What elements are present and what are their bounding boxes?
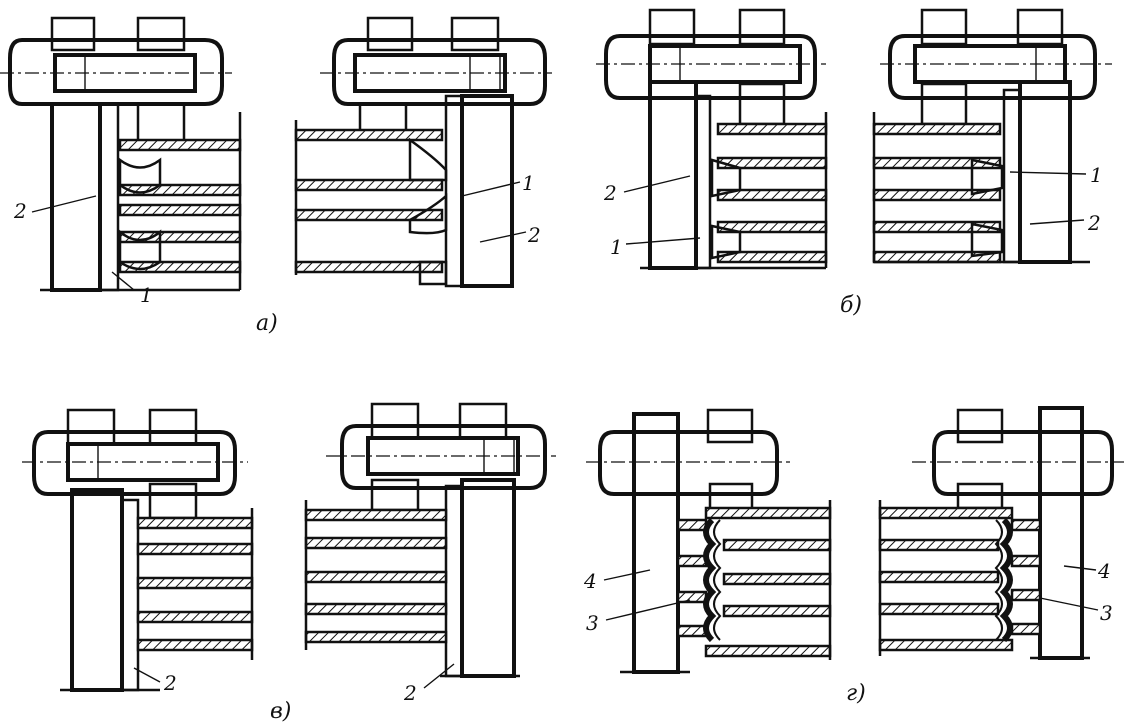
panel-a-right — [294, 16, 552, 288]
callout-label: 1 — [1090, 163, 1103, 187]
callout-label: 2 — [1087, 211, 1101, 235]
callouts-g-right: 4 3 — [1039, 559, 1113, 625]
callout-label: 1 — [610, 235, 623, 259]
callout-label: 1 — [522, 171, 535, 195]
panel-g-left — [586, 408, 832, 674]
callout-label: 3 — [1100, 601, 1113, 625]
panel-caption-v: в) — [270, 699, 291, 724]
callout-label: 2 — [403, 681, 417, 705]
panel-caption-a: а) — [256, 311, 278, 336]
panel-b-right — [872, 8, 1112, 264]
nut-hatched — [50, 16, 96, 52]
panel-b-left — [596, 8, 828, 270]
panel-v-left — [22, 408, 254, 692]
callout-label: 2 — [527, 223, 541, 247]
callout-label: 1 — [140, 283, 153, 307]
callouts-b-right: 1 2 — [1009, 163, 1103, 235]
callouts-v-left: 2 — [133, 667, 177, 695]
callouts-a-left: 2 1 — [13, 195, 153, 307]
callouts-b-left: 2 1 — [603, 175, 701, 259]
callout-label: 2 — [603, 181, 617, 205]
gasket — [98, 102, 120, 292]
panel-a-left — [0, 16, 242, 292]
callout-label: 4 — [1097, 559, 1111, 583]
corrugated-gasket — [703, 517, 717, 643]
panel-caption-g: г) — [846, 681, 866, 706]
callout-label: 3 — [586, 611, 599, 635]
callout-label: 4 — [583, 569, 597, 593]
panel-caption-b: б) — [840, 293, 862, 318]
panel-g-right — [878, 406, 1124, 660]
bolt-head — [8, 38, 224, 106]
callouts-v-right: 2 — [403, 663, 455, 705]
panel-v-right — [304, 402, 556, 678]
callouts-a-right: 1 2 — [461, 171, 541, 247]
callout-label: 2 — [163, 671, 177, 695]
callout-label: 2 — [13, 199, 27, 223]
flange-plain — [632, 412, 680, 674]
callouts-g-left: 4 3 — [583, 569, 691, 635]
